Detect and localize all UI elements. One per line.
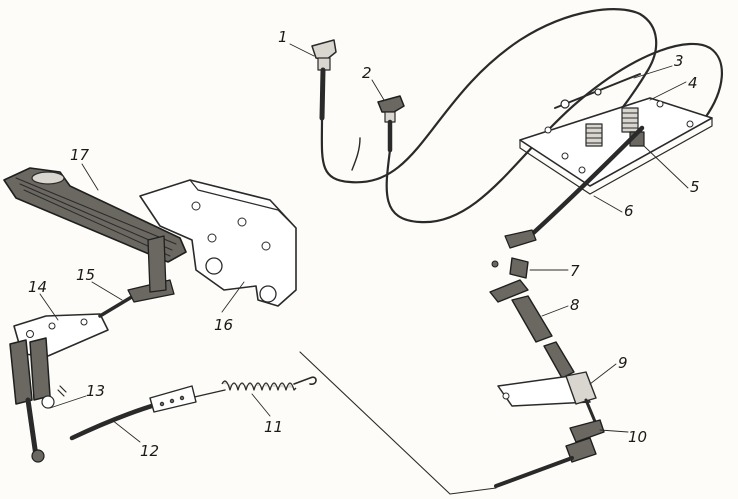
pull-rod-12 [69, 385, 197, 441]
callout-12: 12 [140, 442, 159, 460]
callout-9: 9 [618, 354, 628, 372]
valve-spring-left [585, 123, 603, 147]
callout-3: 3 [674, 52, 684, 70]
linkage-9 [497, 341, 598, 426]
callout-6: 6 [624, 202, 634, 220]
callout-7: 7 [570, 262, 580, 280]
bracket-14 [9, 313, 109, 463]
valve-base-plate [519, 73, 713, 195]
control-cables [320, 8, 723, 224]
hand-lever-2 [377, 95, 405, 153]
callout-4: 4 [688, 74, 698, 92]
return-spring-11 [189, 376, 317, 399]
callout-5: 5 [690, 178, 700, 196]
callout-10: 10 [628, 428, 647, 446]
callout-15: 15 [76, 266, 95, 284]
callout-labels: 1 2 3 4 5 6 7 8 9 10 11 12 13 14 15 16 1… [28, 28, 700, 460]
control-rod-6 [504, 125, 645, 249]
linkage-10 [494, 419, 605, 488]
valve-spring-right [621, 107, 639, 133]
callout-16: 16 [214, 316, 233, 334]
callout-17: 17 [70, 146, 90, 164]
callout-14: 14 [28, 278, 47, 296]
callout-13: 13 [86, 382, 105, 400]
callout-11: 11 [264, 418, 283, 436]
brake-pedal-17 [3, 167, 187, 293]
callout-8: 8 [570, 296, 580, 314]
linkage-7-8 [489, 257, 553, 343]
hand-lever-1 [311, 39, 337, 121]
callout-1: 1 [278, 28, 288, 46]
leader-lines [39, 43, 689, 443]
callout-2: 2 [362, 64, 372, 82]
pedal-bracket-16 [139, 179, 297, 307]
connector-line [299, 351, 497, 495]
